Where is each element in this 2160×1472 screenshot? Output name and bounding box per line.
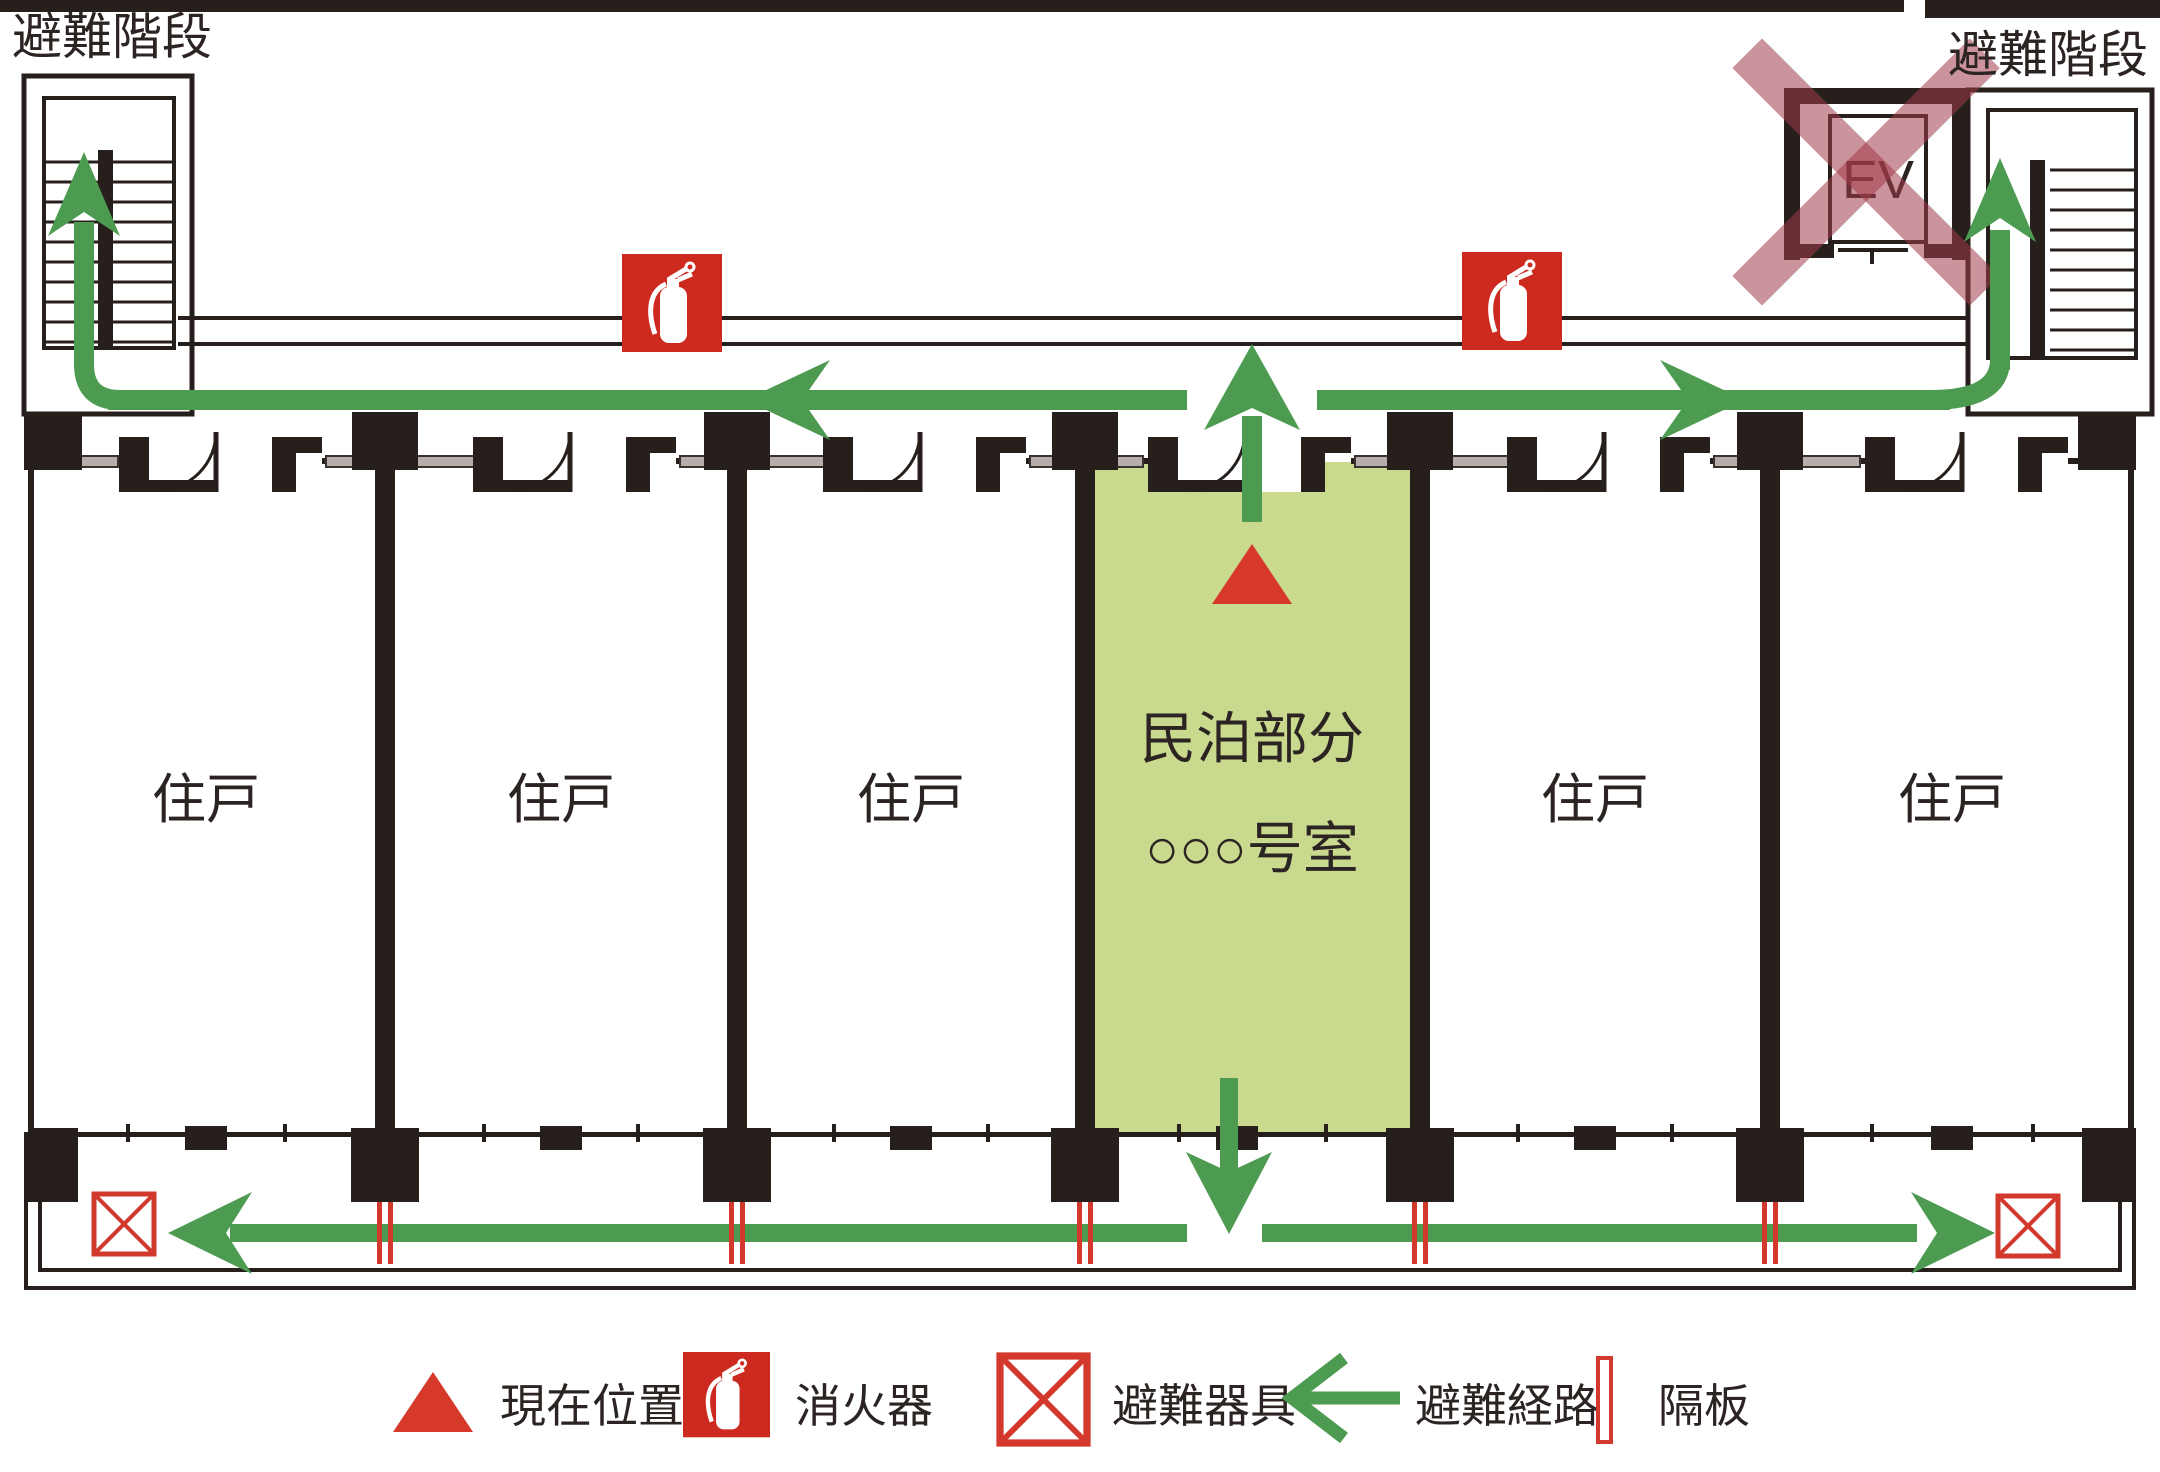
meter-box-strips: [59, 455, 1861, 468]
legend-equipment-label: 避難器具: [1112, 1380, 1296, 1432]
elevator-crossout-icon: [1732, 38, 2000, 306]
legend-current-position-label: 現在位置: [500, 1380, 684, 1432]
stair-treads: [2050, 168, 2136, 352]
route-arrowhead-right: [1660, 360, 1745, 440]
route-arrowhead-up-left: [48, 152, 120, 236]
unit-label-3: 住戸: [857, 770, 965, 830]
left-outer-wall: [28, 440, 34, 1132]
legend-extinguisher-icon: [683, 1352, 770, 1437]
minpaku-room-label-line1: 民泊部分: [1140, 707, 1364, 770]
stair-handrail: [2030, 160, 2045, 358]
stairs-label-right: 避難階段: [1948, 27, 2148, 83]
legend-equipment-icon: [1000, 1356, 1087, 1443]
route-arrowhead-left: [745, 360, 830, 440]
front-wall-columns: [24, 412, 2136, 470]
unit-label-5: 住戸: [1541, 770, 1649, 830]
unit-label-1: 住戸: [152, 770, 260, 830]
legend-extinguisher-label: 消火器: [795, 1380, 933, 1432]
unit-label-6: 住戸: [1898, 770, 2006, 830]
fire-extinguisher-icon-left: [622, 254, 722, 352]
top-border-bar: [0, 0, 1904, 12]
legend-current-position-icon: [393, 1372, 473, 1432]
window-ticks: [126, 1124, 2035, 1142]
stair-handrail: [98, 150, 113, 348]
right-outer-wall: [2128, 440, 2134, 1132]
legend-route-icon: [1281, 1352, 1400, 1444]
legend: 現在位置 消火器 避難器具 避難経路 隔板: [393, 1352, 1750, 1443]
fire-extinguisher-icon-right: [1462, 252, 1562, 350]
balcony-outline: [24, 1132, 2136, 1290]
route-arrowhead-up-right: [1964, 158, 2036, 242]
legend-route-label: 避難経路: [1415, 1380, 1599, 1432]
route-arrowhead-balcony-left: [168, 1192, 252, 1274]
top-border-bar-right: [1925, 0, 2160, 18]
unit-divider-walls: [375, 462, 1780, 1132]
minpaku-room-label-line2: ○○○号室: [1145, 817, 1358, 880]
route-arrowhead-balcony-right: [1911, 1192, 1995, 1274]
evacuation-equipment-icon-left: [94, 1194, 154, 1254]
legend-partition-icon: [1596, 1356, 1613, 1444]
balcony-side-wall: [28, 1124, 2136, 1202]
stairs-label-left: 避難階段: [12, 9, 212, 65]
current-position-marker: [1212, 544, 1292, 604]
route-arrowhead-down: [1186, 1152, 1272, 1234]
corridor-walls: [178, 316, 1966, 346]
unit-label-2: 住戸: [507, 770, 615, 830]
route-arrowhead-from-room: [1204, 344, 1300, 430]
evacuation-route-corridor: [48, 152, 2036, 522]
left-evacuation-stairs: [21, 73, 195, 417]
legend-partition-label: 隔板: [1658, 1380, 1750, 1432]
evacuation-equipment-icon-right: [1998, 1196, 2058, 1256]
